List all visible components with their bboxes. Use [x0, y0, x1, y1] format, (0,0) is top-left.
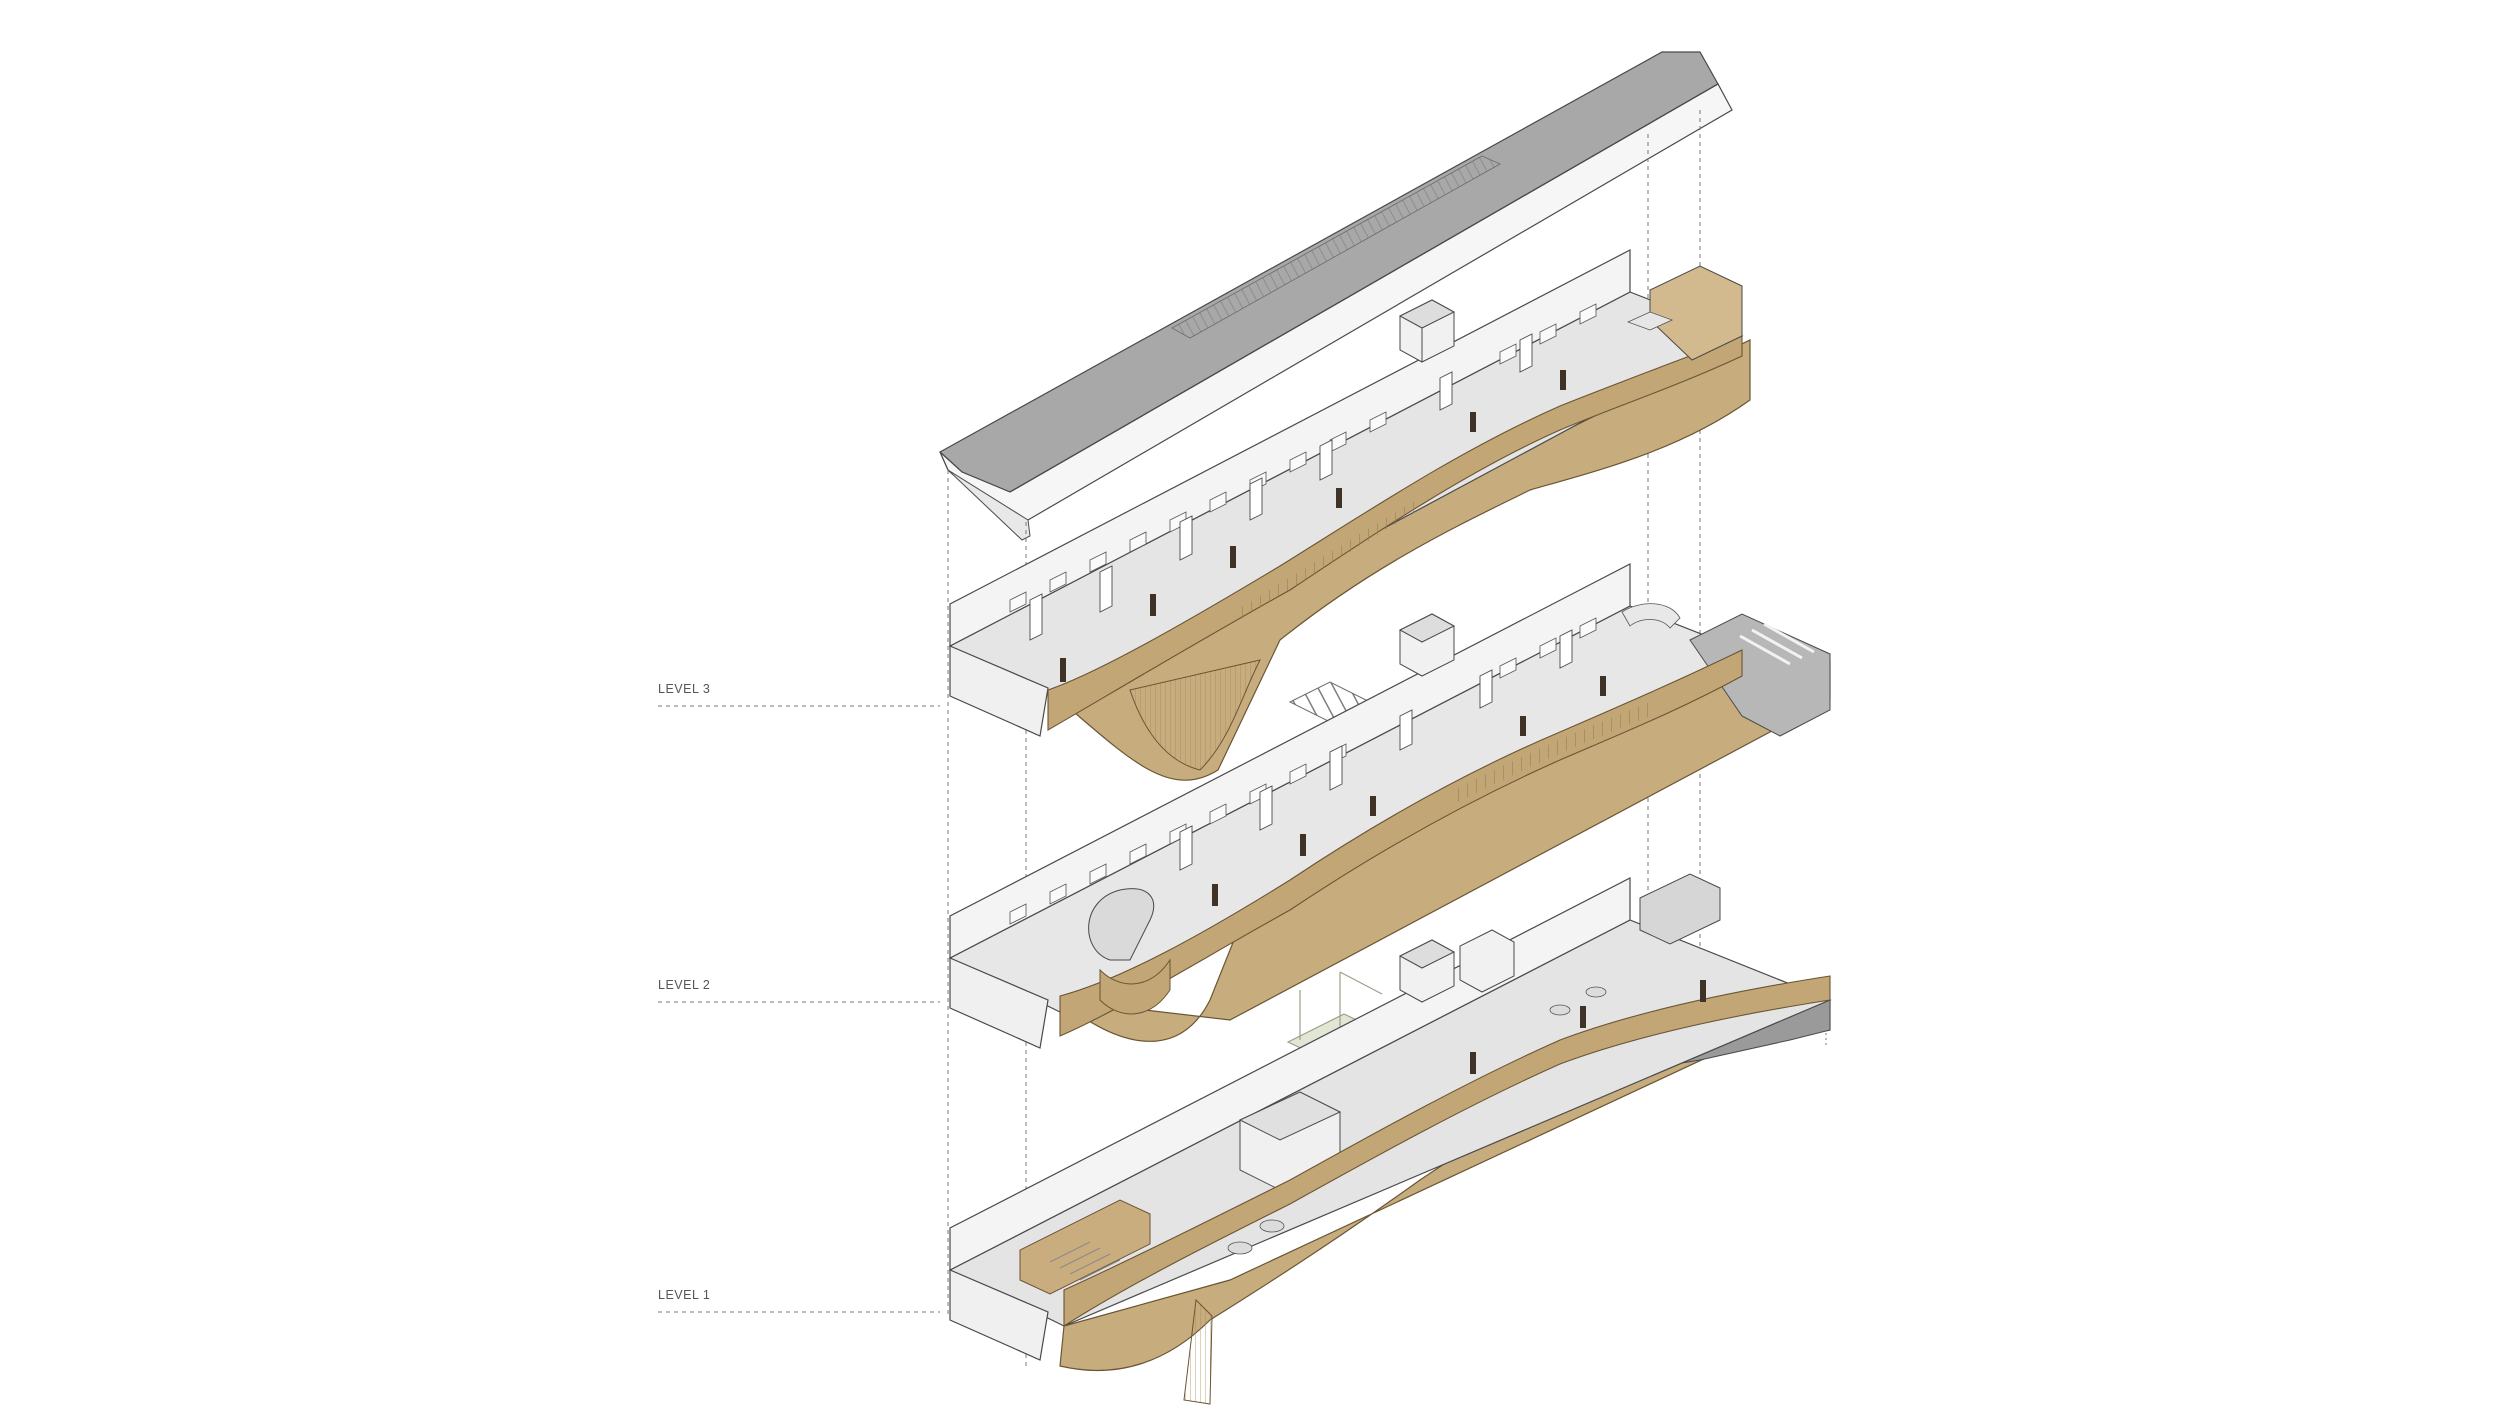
- level-3-timber-lower-vault: [1129, 659, 1261, 771]
- roof: [938, 51, 1733, 541]
- level-1-plate: [948, 873, 1832, 1405]
- level-1-label: LEVEL 1: [658, 1288, 711, 1302]
- level-3-oval-table: [1626, 311, 1674, 331]
- level-3-dark-doors: [1060, 370, 1566, 682]
- level-1-timber-edge: [1063, 975, 1831, 1328]
- level-3-timber-slats: [1240, 498, 1420, 620]
- level-2-stair-icon: [1088, 888, 1171, 1015]
- level-3-partitions: [1029, 333, 1533, 641]
- level-2-gable-end: [949, 957, 1049, 1049]
- level-2-dark-doors: [1212, 676, 1606, 906]
- level-2-curved-room: [1621, 603, 1681, 629]
- level-1-dark-doors: [1470, 980, 1706, 1074]
- level-1-timber-room-left: [1019, 1199, 1151, 1295]
- level-2-lift-core: [1398, 613, 1456, 677]
- level-leader-lines: [658, 705, 940, 1313]
- level-1-furniture: [1227, 986, 1607, 1255]
- level-3-back-wall: [949, 249, 1631, 647]
- level-3-gable-end: [949, 645, 1049, 737]
- level-1-lift-core: [1398, 929, 1515, 1003]
- rooflight-strip: [1171, 155, 1501, 339]
- level-2-label: LEVEL 2: [658, 978, 711, 992]
- level-1-stair-icon: [1049, 1241, 1121, 1281]
- level-2-partitions: [1179, 629, 1573, 871]
- level-3-right-end-room: [1649, 265, 1743, 361]
- level-2-timber-slats: [1450, 702, 1650, 806]
- level-2-plate: [948, 563, 1831, 1049]
- level-3-lift-core: [1398, 299, 1456, 363]
- level-1-right-end-room: [1639, 873, 1721, 945]
- level-2-right-terrace: [1689, 613, 1831, 737]
- level-1-central-block: [1238, 1091, 1342, 1191]
- level-3-timber-edge: [1047, 335, 1743, 731]
- level-3-label: LEVEL 3: [658, 682, 711, 696]
- level-3-plate: [948, 249, 1751, 781]
- level-3-window-band: [1009, 303, 1597, 613]
- level-2-terrace-stripes: [1739, 622, 1815, 666]
- level-1-entrance-stair: [1183, 1298, 1213, 1405]
- level-1-gable-end: [949, 1269, 1049, 1361]
